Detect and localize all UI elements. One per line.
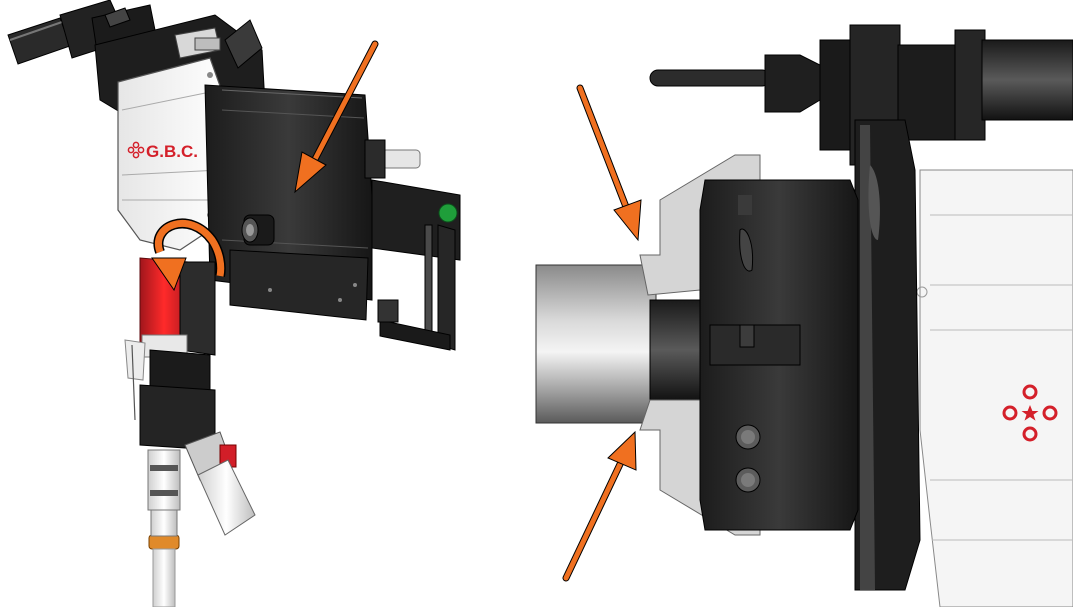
left-machine-view: G.B.C. (7, 0, 461, 607)
gbc-circles-star-logo (1002, 384, 1058, 442)
white-housing (916, 169, 1073, 607)
tool-hub (699, 179, 859, 531)
feed-knob (241, 214, 275, 246)
straight-arrow-icon (576, 84, 642, 242)
straight-arrow-icon (562, 430, 637, 582)
gbc-logo-icon (127, 141, 145, 159)
feed-housing (204, 84, 461, 351)
indicator-light (438, 203, 458, 223)
right-detail-view (535, 24, 1073, 607)
motor-column (124, 257, 256, 607)
clamp-disc (854, 119, 921, 591)
rotate-arrow-icon (151, 218, 226, 292)
straight-arrow-icon (294, 40, 379, 194)
air-fitting (381, 149, 421, 169)
brand-label: G.B.C. (146, 142, 198, 161)
